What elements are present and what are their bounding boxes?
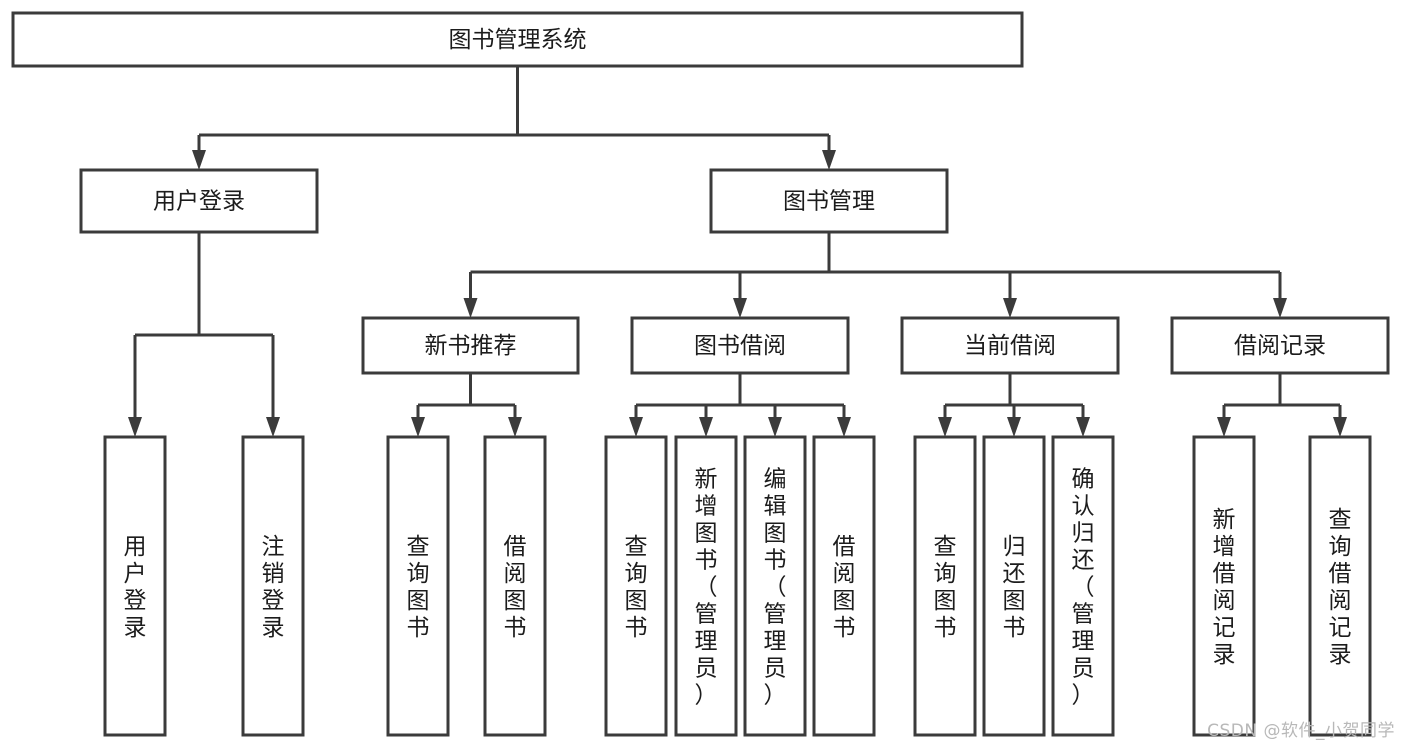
- node-leaf-3[interactable]: 借阅图书: [483, 435, 547, 737]
- node-level2-0[interactable]: 用户登录: [79, 168, 319, 234]
- node-box[interactable]: [812, 435, 876, 737]
- arrow-head: [1217, 417, 1231, 437]
- arrow-head: [128, 417, 142, 437]
- arrow-head: [1273, 298, 1287, 318]
- node-box[interactable]: [709, 168, 949, 234]
- node-label: 注销登录: [262, 534, 285, 641]
- arrow-head: [733, 298, 747, 318]
- node-label: 查询图书: [625, 534, 648, 641]
- node-label: 确认归还（管理员）: [1072, 467, 1095, 709]
- node-leaf-4[interactable]: 查询图书: [604, 435, 668, 737]
- node-label: 编辑图书（管理员）: [764, 467, 787, 709]
- node-root-图书管理系统[interactable]: 图书管理系统: [11, 11, 1024, 68]
- node-level3-2[interactable]: 当前借阅: [900, 316, 1120, 375]
- arrow-head: [1333, 417, 1347, 437]
- node-label: 用户登录: [124, 534, 147, 641]
- arrow-head: [629, 417, 643, 437]
- node-box[interactable]: [1051, 435, 1115, 737]
- node-label: 查询图书: [934, 534, 957, 641]
- node-leaf-9[interactable]: 归还图书: [982, 435, 1046, 737]
- node-label: 当前借阅: [964, 333, 1056, 359]
- arrow-head: [411, 417, 425, 437]
- arrow-head: [508, 417, 522, 437]
- node-box[interactable]: [103, 435, 167, 737]
- arrow-head: [822, 150, 836, 170]
- node-box[interactable]: [1308, 435, 1372, 737]
- node-box[interactable]: [1170, 316, 1390, 375]
- node-box[interactable]: [241, 435, 305, 737]
- node-label: 用户登录: [153, 189, 245, 215]
- node-level3-3[interactable]: 借阅记录: [1170, 316, 1390, 375]
- node-label: 图书借阅: [694, 333, 786, 359]
- node-leaf-6[interactable]: 编辑图书（管理员）: [743, 435, 807, 737]
- arrow-head: [463, 298, 478, 318]
- node-level2-1[interactable]: 图书管理: [709, 168, 949, 234]
- node-label: 借阅记录: [1234, 333, 1326, 359]
- node-leaf-2[interactable]: 查询图书: [386, 435, 450, 737]
- arrow-head: [266, 417, 280, 437]
- csdn-watermark: CSDN @软件_小贺同学: [1207, 721, 1395, 741]
- node-label: 新增图书（管理员）: [695, 467, 718, 709]
- arrow-head: [938, 417, 952, 437]
- node-leaf-11[interactable]: 新增借阅记录: [1192, 435, 1256, 737]
- arrow-head: [1076, 417, 1090, 437]
- node-leaf-12[interactable]: 查询借阅记录: [1308, 435, 1372, 737]
- node-leaf-7[interactable]: 借阅图书: [812, 435, 876, 737]
- node-box[interactable]: [674, 435, 738, 737]
- node-label: 查询借阅记录: [1329, 507, 1352, 668]
- node-leaf-10[interactable]: 确认归还（管理员）: [1051, 435, 1115, 737]
- node-label: 查询图书: [407, 534, 430, 641]
- node-label: 借阅图书: [504, 534, 527, 641]
- connectors-layer: [128, 66, 1347, 437]
- node-label: 图书管理系统: [449, 27, 587, 53]
- node-box[interactable]: [361, 316, 580, 375]
- arrow-head: [699, 417, 713, 437]
- node-box[interactable]: [79, 168, 319, 234]
- node-box[interactable]: [604, 435, 668, 737]
- node-leaf-5[interactable]: 新增图书（管理员）: [674, 435, 738, 737]
- arrow-head: [768, 417, 782, 437]
- node-label: 图书管理: [783, 189, 875, 215]
- node-box[interactable]: [743, 435, 807, 737]
- boxes-layer: 图书管理系统用户登录图书管理新书推荐图书借阅当前借阅借阅记录用户登录注销登录查询…: [11, 11, 1390, 737]
- node-leaf-8[interactable]: 查询图书: [913, 435, 977, 737]
- arrow-head: [1007, 417, 1021, 437]
- node-box[interactable]: [11, 11, 1024, 68]
- node-label: 借阅图书: [833, 534, 856, 641]
- node-box[interactable]: [386, 435, 450, 737]
- node-box[interactable]: [630, 316, 850, 375]
- node-level3-1[interactable]: 图书借阅: [630, 316, 850, 375]
- arrow-head: [837, 417, 851, 437]
- node-level3-0[interactable]: 新书推荐: [361, 316, 580, 375]
- node-label: 新书推荐: [425, 333, 517, 359]
- node-leaf-1[interactable]: 注销登录: [241, 435, 305, 737]
- node-label: 归还图书: [1003, 534, 1026, 641]
- node-box[interactable]: [982, 435, 1046, 737]
- node-leaf-0[interactable]: 用户登录: [103, 435, 167, 737]
- node-box[interactable]: [483, 435, 547, 737]
- node-box[interactable]: [900, 316, 1120, 375]
- node-box[interactable]: [1192, 435, 1256, 737]
- node-box[interactable]: [913, 435, 977, 737]
- arrow-head: [192, 150, 206, 170]
- arrow-head: [1003, 298, 1017, 318]
- node-label: 新增借阅记录: [1213, 507, 1236, 668]
